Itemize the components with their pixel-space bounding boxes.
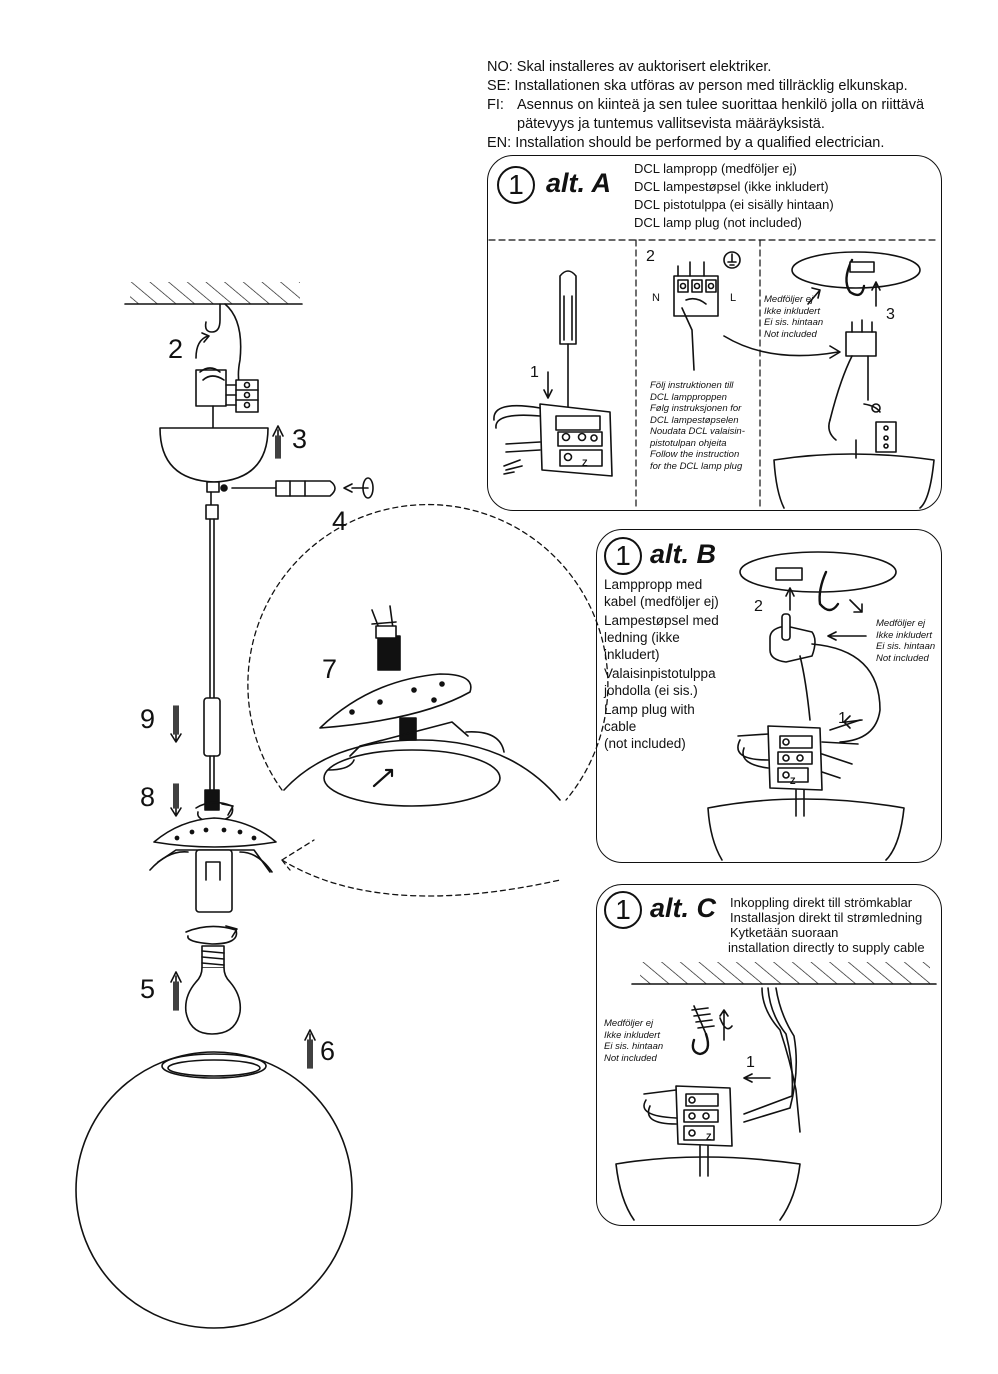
alt-b-z-label: Z — [790, 776, 796, 786]
ceiling-hatch-c — [640, 962, 930, 984]
alt-a-z-label: Z — [582, 458, 588, 468]
warning-se: SE: Installationen ska utföras av person… — [487, 78, 908, 94]
alt-a-line-3: DCL pistotulppa (ei sisälly hintaan) — [634, 197, 834, 212]
alt-a-num-3: 3 — [886, 306, 895, 323]
alt-a-step-badge: 1 — [497, 166, 535, 204]
step-9-label: 9 — [140, 704, 156, 734]
screwdriver-vertical-icon — [559, 270, 577, 345]
alt-a-n-label: N — [652, 292, 660, 304]
ceiling-hook-icon — [204, 303, 221, 333]
warning-en: EN: Installation should be performed by … — [487, 135, 885, 151]
alt-a-line-4: DCL lamp plug (not included) — [634, 215, 802, 230]
alt-c-line-1: Inkoppling direkt till strömkablar — [730, 895, 913, 910]
detail-circle — [247, 503, 609, 801]
warning-fi-line2: pätevyys ja tuntemus vallitsevista määrä… — [517, 116, 825, 132]
alt-c-step-badge: 1 — [604, 891, 642, 929]
step-4-label: 4 — [332, 506, 348, 536]
canopy — [159, 427, 269, 483]
alt-b-num-2: 2 — [754, 598, 763, 615]
step-6-label: 6 — [320, 1036, 336, 1066]
warning-fi-line1: Asennus on kiinteä ja sen tulee suoritta… — [517, 97, 925, 113]
alt-b-num-1: 1 — [838, 710, 847, 727]
warning-no: NO: Skal installeres av auktorisert elek… — [487, 59, 772, 75]
alt-b-title: alt. B — [650, 539, 717, 569]
panel-alt-c — [596, 884, 942, 1226]
bulb-icon — [184, 967, 242, 1035]
alt-c-line-4: installation directly to supply cable — [728, 940, 925, 955]
alt-a-line-2: DCL lampestøpsel (ikke inkludert) — [634, 179, 829, 194]
alt-a-title: alt. A — [546, 168, 612, 198]
screwdriver-icon — [231, 480, 336, 497]
warning-fi-code: FI: — [487, 97, 504, 113]
alt-a-num-2: 2 — [646, 248, 655, 265]
ceiling-hatch — [130, 282, 300, 304]
alt-c-line-2: Installasjon direkt til strømledning — [730, 910, 923, 925]
glass-globe — [75, 1051, 353, 1329]
alt-c-z-label: Z — [706, 1132, 712, 1142]
alt-c-title: alt. C — [650, 893, 717, 923]
step-2-label: 2 — [168, 334, 184, 364]
shade-plate — [153, 817, 277, 848]
alt-a-num-1: 1 — [530, 364, 539, 381]
step-3-label: 3 — [292, 424, 308, 454]
step-5-label: 5 — [140, 974, 156, 1004]
alt-a-line-1: DCL lampropp (medföljer ej) — [634, 161, 797, 176]
alt-a-l-label: L — [730, 292, 737, 304]
alt-b-step-badge: 1 — [604, 537, 642, 575]
step-7-label: 7 — [322, 654, 338, 684]
step-8-label: 8 — [140, 782, 156, 812]
alt-c-line-3: Kytketään suoraan — [730, 925, 839, 940]
alt-c-num-1: 1 — [746, 1054, 755, 1071]
